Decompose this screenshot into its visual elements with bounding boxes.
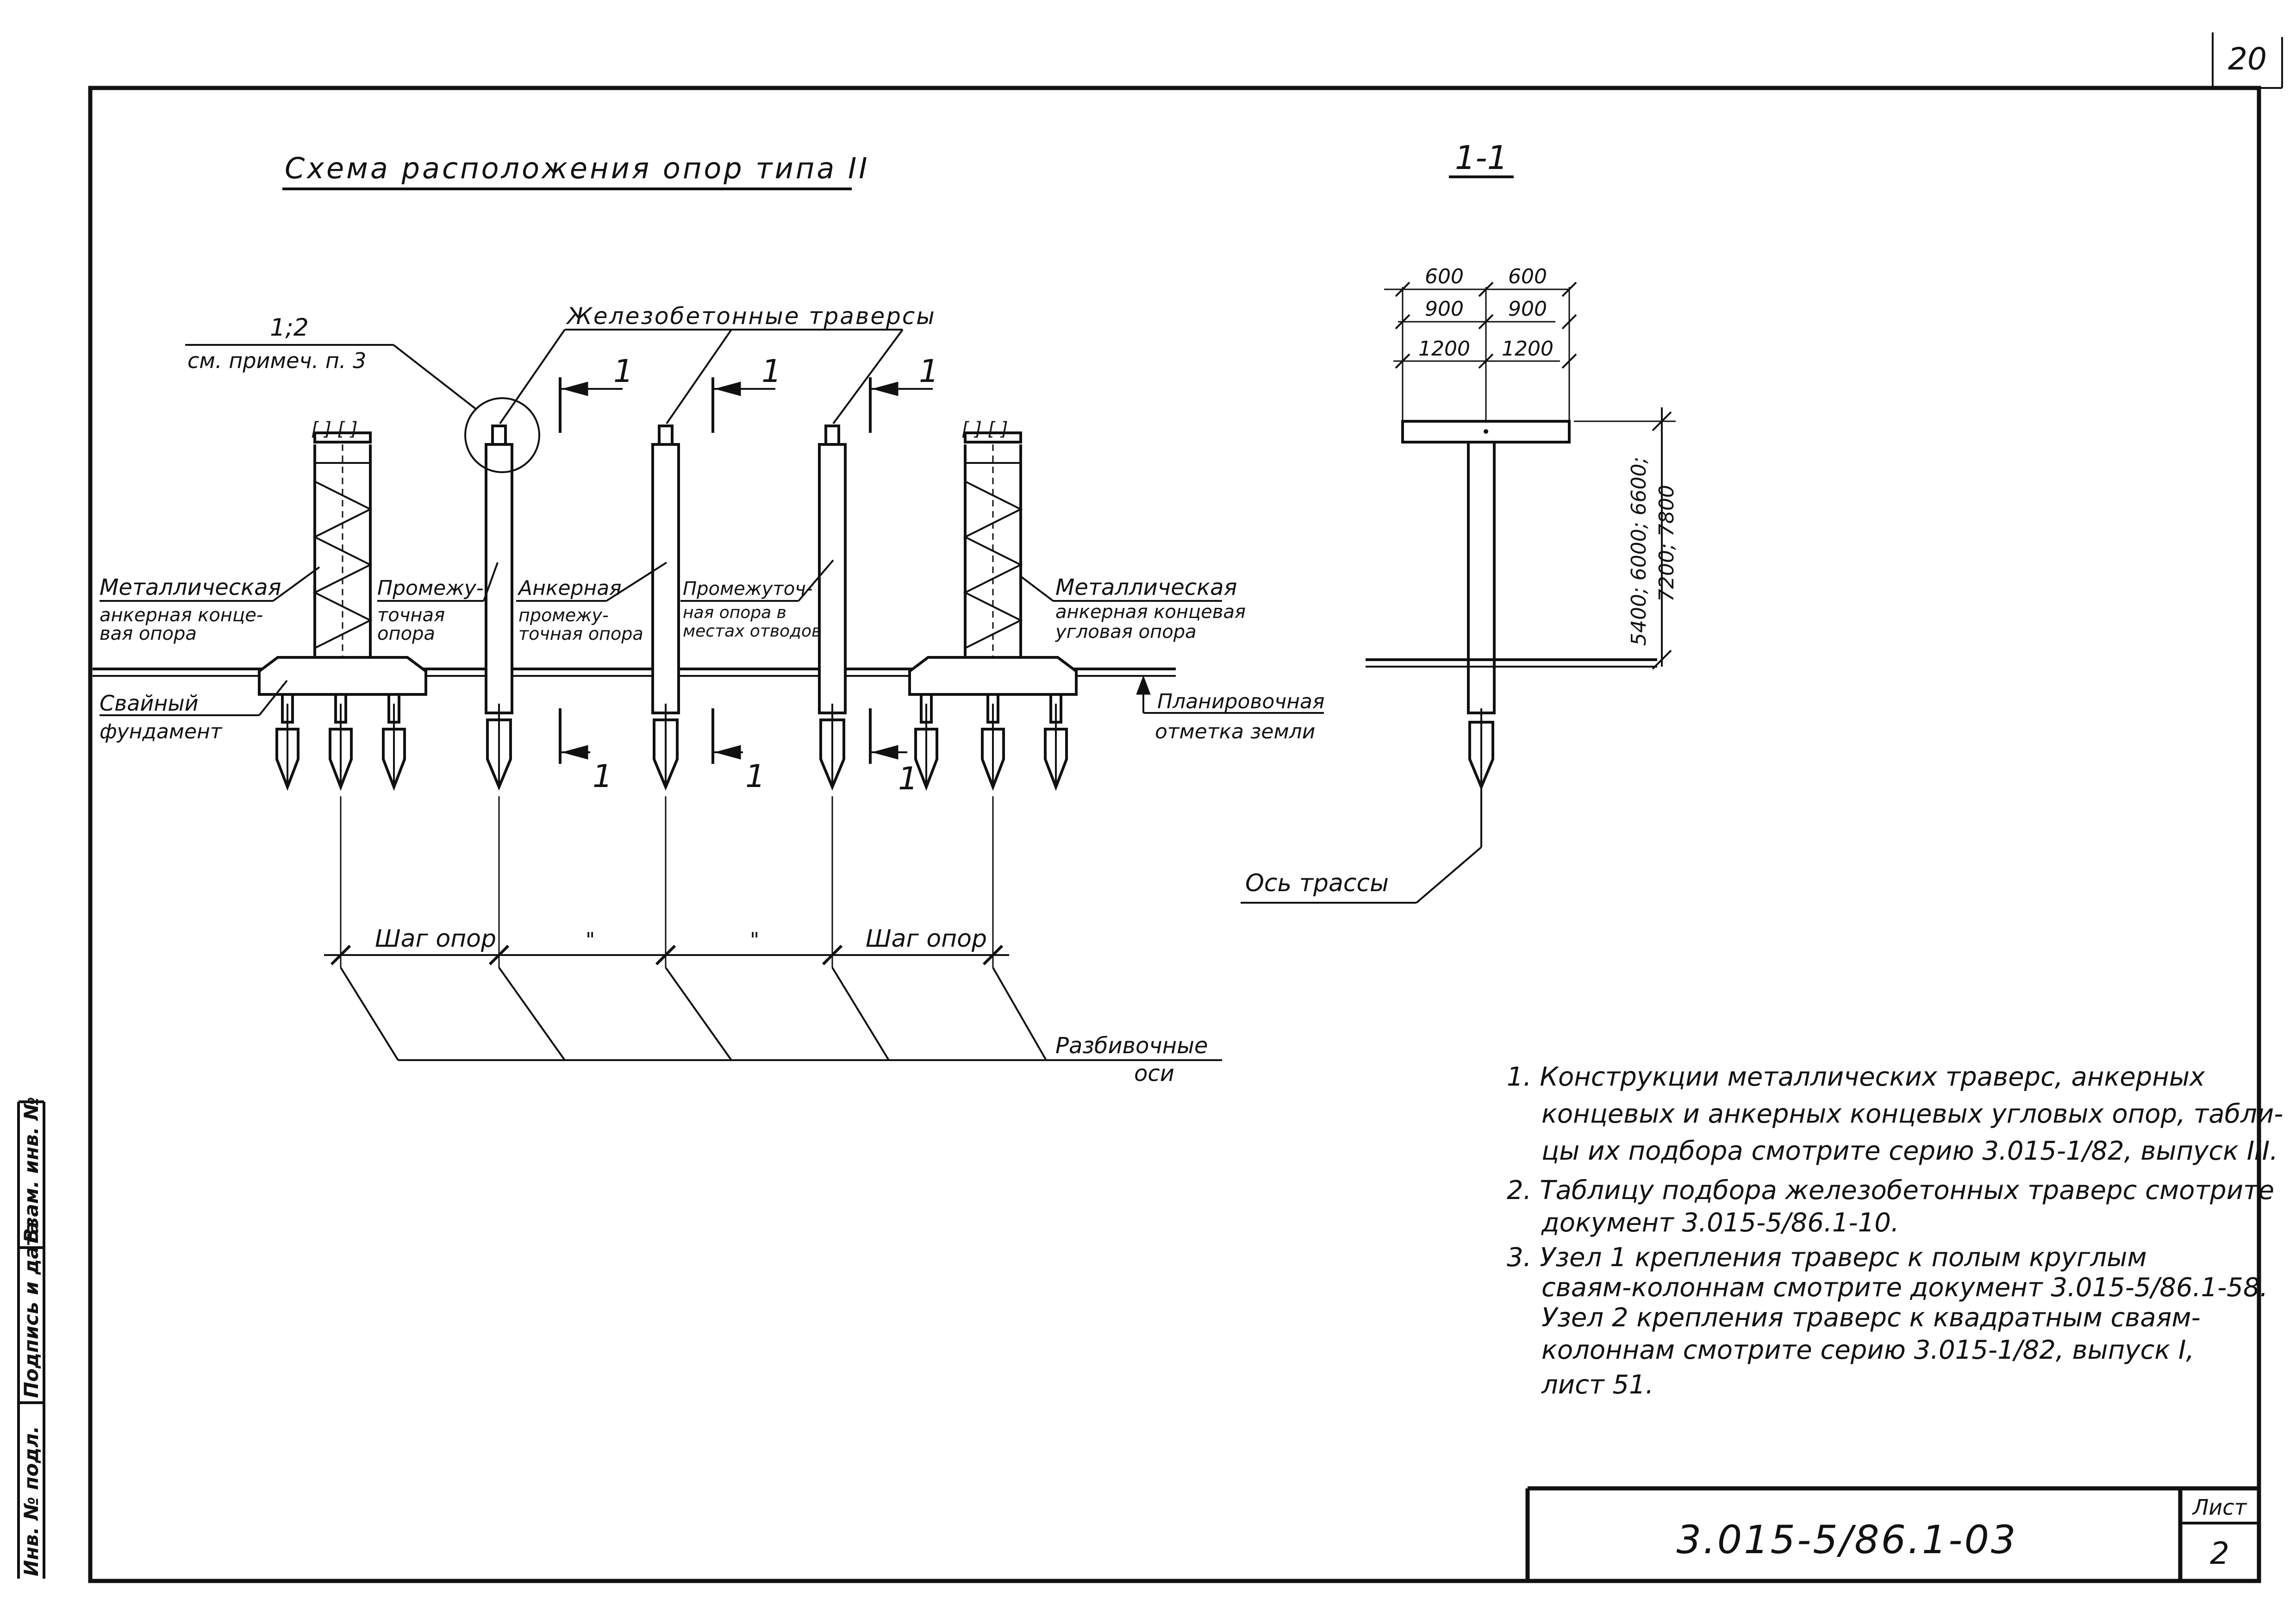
notes: 1. Конструкции металлических траверс, ан… xyxy=(1507,1062,2284,1400)
label-metal-anchor-left-3: вая опора xyxy=(100,623,197,644)
note-line-2: концевых и анкерных концевых угловых опо… xyxy=(1541,1099,2284,1129)
height-dim-line-2: 7200; 7800 xyxy=(1655,485,1678,602)
note-line-9: колоннам смотрите серию 3.015-1/82, выпу… xyxy=(1541,1335,2194,1365)
page-number: 20 xyxy=(2228,41,2267,77)
section-mark-top-2: 1 xyxy=(761,353,781,390)
dim-1200-left: 1200 xyxy=(1418,337,1470,361)
pile-group-right xyxy=(914,693,1068,791)
note-line-8: Узел 2 крепления траверс к квадратным св… xyxy=(1541,1303,2201,1333)
plan-title: Схема расположения опор типа II xyxy=(285,151,870,185)
section-pile-with-traverse xyxy=(1366,420,1657,847)
label-anchor-3: точная опора xyxy=(518,624,643,644)
label-metal-corner-3: угловая опора xyxy=(1055,621,1197,643)
label-branch-1: Промежуточ- xyxy=(683,578,812,600)
svg-text:[ ] [ ]: [ ] [ ] xyxy=(961,418,1008,440)
route-axis-label: Ось трассы xyxy=(1245,869,1389,897)
label-branch-2: ная опора в xyxy=(683,603,786,622)
document-code: 3.015-5/86.1-03 xyxy=(1677,1517,2018,1562)
label-anchor-1: Анкерная xyxy=(517,576,622,600)
stamp-inv-number: Инв. № подл. xyxy=(20,1426,43,1576)
side-stamp xyxy=(17,1100,45,1579)
span-label-left: Шаг опор xyxy=(375,925,496,953)
svg-text:[ ] [ ]: [ ] [ ] xyxy=(311,418,358,440)
section-marks-bottom xyxy=(559,708,907,764)
note-line-5: документ 3.015-5/86.1-10. xyxy=(1541,1208,1899,1238)
stakeout-axes-label-2: оси xyxy=(1134,1061,1174,1087)
dim-1200-right: 1200 xyxy=(1502,337,1554,361)
element-labels xyxy=(100,559,1324,716)
note-line-6: 3. Узел 1 крепления траверс к полым круг… xyxy=(1507,1243,2147,1273)
section-mark-bottom-2: 1 xyxy=(745,758,765,795)
pile-foundation-label-2: фундамент xyxy=(100,720,223,743)
label-metal-anchor-left-1: Металлическая xyxy=(100,575,281,600)
dim-900-left: 900 xyxy=(1425,297,1464,321)
pile-column-2 xyxy=(651,425,680,791)
dim-900-right: 900 xyxy=(1508,297,1547,321)
height-dim-line-1: 5400; 6000; 6600; xyxy=(1627,457,1651,646)
label-metal-corner-1: Металлическая xyxy=(1055,575,1237,600)
callout-note: см. примеч. п. 3 xyxy=(187,348,366,373)
label-intermediate-3: опора xyxy=(377,623,435,644)
height-dimension xyxy=(1574,407,1676,670)
metal-anchor-support-left: [ ] [ ] xyxy=(258,418,427,696)
sheet-label: Лист xyxy=(2192,1495,2247,1520)
section-mark-top-1: 1 xyxy=(613,353,633,390)
label-metal-anchor-left-2: анкерная конце- xyxy=(100,605,263,626)
pile-column-1 xyxy=(485,425,513,791)
callout-ref: 1;2 xyxy=(270,314,309,342)
section-mark-bottom-1: 1 xyxy=(593,758,612,795)
span-dimensions xyxy=(324,796,1222,1061)
section-mark-bottom-3: 1 xyxy=(898,761,918,797)
ground-level-label-2: отметка земли xyxy=(1155,720,1315,743)
note-line-4: 2. Таблицу подбора железобетонных травер… xyxy=(1507,1175,2274,1206)
node-callout-circle xyxy=(464,397,540,473)
label-intermediate-2: точная xyxy=(377,605,445,626)
section-title: 1-1 xyxy=(1455,139,1508,177)
ground-level-label-1: Планировочная xyxy=(1157,690,1324,713)
traverses-label: Железобетонные траверсы xyxy=(566,303,936,330)
sheet-number: 2 xyxy=(2210,1536,2229,1571)
section-marks-top xyxy=(559,377,933,433)
label-intermediate-1: Промежу- xyxy=(377,576,484,600)
pile-group-left xyxy=(275,693,406,791)
metal-corner-support-right: [ ] [ ] xyxy=(908,418,1078,696)
pile-column-3 xyxy=(818,425,847,791)
dim-600-left: 600 xyxy=(1425,265,1464,288)
section-dimensions xyxy=(1384,281,1577,421)
note-line-10: лист 51. xyxy=(1541,1370,1653,1400)
ditto-mark-2: " xyxy=(750,928,759,952)
span-label-right: Шаг опор xyxy=(866,925,987,953)
note-line-3: цы их подбора смотрите серию 3.015-1/82,… xyxy=(1541,1136,2278,1166)
ditto-mark-1: " xyxy=(586,928,595,952)
label-metal-corner-2: анкерная концевая xyxy=(1055,601,1246,623)
pile-foundation-label-1: Свайный xyxy=(100,691,199,716)
stamp-signature-date: Подпись и дата xyxy=(20,1222,43,1398)
note-line-1: 1. Конструкции металлических траверс, ан… xyxy=(1507,1062,2205,1092)
stakeout-axes-label-1: Разбивочные xyxy=(1055,1033,1208,1059)
sheet-frame xyxy=(88,32,2283,1583)
section-mark-top-3: 1 xyxy=(919,353,939,390)
note-line-7: сваям-колоннам смотрите документ 3.015-5… xyxy=(1541,1273,2268,1303)
label-branch-3: местах отводов xyxy=(683,622,821,641)
title-block xyxy=(1525,1486,2259,1581)
dim-600-right: 600 xyxy=(1508,265,1547,288)
label-anchor-2: промежу- xyxy=(518,605,609,625)
stamp-replaced-inv: Взам. инв. № xyxy=(20,1097,43,1243)
